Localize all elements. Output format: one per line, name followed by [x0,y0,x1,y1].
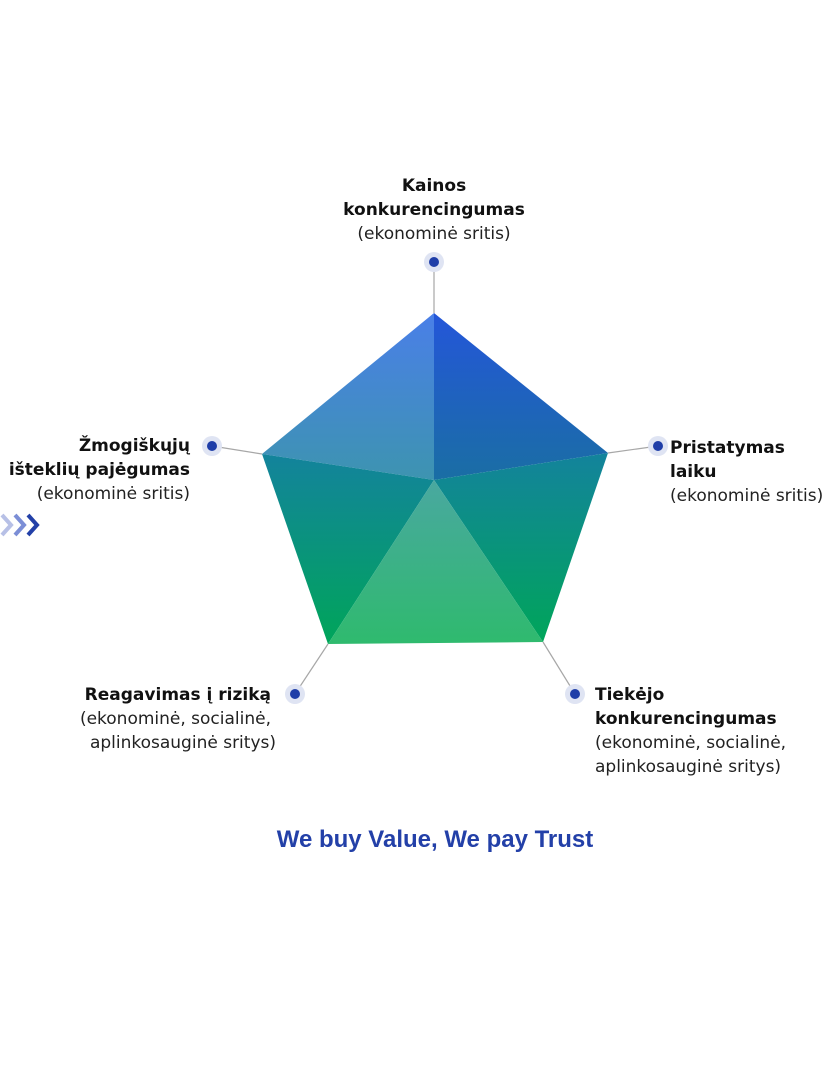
label-title-line: konkurencingumas [595,709,777,729]
dot-top [424,252,444,272]
label-title-line: Pristatymas laiku [670,438,785,482]
dot-bottom-right [565,684,585,704]
label-price-competitiveness: Kainos konkurencingumas (ekonominė sriti… [304,174,564,246]
connector-bottom-right [542,641,576,695]
dot-bottom-left [285,684,305,704]
segment-right [434,453,608,642]
label-supplier-competitiveness: Tiekėjo konkurencingumas (ekonominė, soc… [595,683,825,779]
label-sub-line: (ekonominė, socialinė, [79,709,271,729]
label-human-resources: Žmogiškųjų išteklių pajėgumas (ekonominė… [0,434,190,506]
triple-chevron-right-icon [0,513,40,537]
dot-right [648,436,668,456]
label-title-line: išteklių pajėgumas [8,460,190,480]
label-title-line: Žmogiškųjų [78,436,190,456]
label-on-time-delivery: Pristatymas laiku (ekonominė sritis) [670,436,830,508]
label-title-line: Reagavimas į riziką [84,685,271,705]
label-sub-line: aplinkosauginė sritys) [89,733,276,753]
label-title-line: Tiekėjo [595,685,665,705]
label-sub-line: (ekonominė sritis) [357,224,511,244]
segment-top-left [262,313,434,480]
dot-left [202,436,222,456]
label-sub-line: aplinkosauginė sritys) [595,757,782,777]
label-title-line: konkurencingumas [343,200,525,220]
label-sub-line: (ekonominė, socialinė, [595,733,787,753]
label-sub-line: (ekonominė sritis) [670,486,824,506]
label-title-line: Kainos [401,176,467,196]
slogan: We buy Value, We pay Trust [276,826,594,853]
segment-top-right [434,313,608,480]
segment-left [262,454,434,644]
segment-bottom [328,480,543,644]
label-sub-line: (ekonominė sritis) [36,484,190,504]
vertex-dots [202,252,668,704]
label-risk-response: Reagavimas į riziką (ekonominė, socialin… [30,683,276,755]
